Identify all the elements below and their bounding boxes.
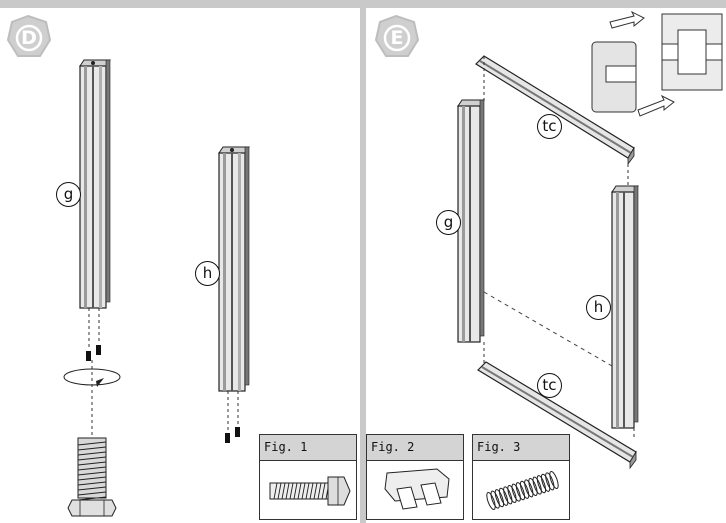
spring-icon	[486, 470, 559, 511]
legend-fig-1: Fig. 1	[259, 434, 357, 520]
part-label-tc-top: tc	[537, 114, 562, 139]
step-e-badge-shape	[374, 14, 420, 57]
rail-tc-top	[475, 55, 635, 192]
rail-tc-bottom	[477, 361, 637, 470]
bolt-icon	[67, 437, 117, 517]
legend-fig-2-caption: Fig. 2	[367, 435, 463, 461]
step-d-illustration	[6, 14, 250, 517]
profile-h	[218, 146, 250, 392]
part-label-g-frame: g	[436, 210, 461, 235]
step-d-badge-shape	[6, 14, 52, 57]
step-d-panel: D g h	[0, 8, 360, 523]
step-d-letter: D	[21, 27, 37, 49]
part-label-h: h	[195, 261, 220, 286]
profile-g-screws	[86, 308, 101, 361]
step-e-illustration	[374, 10, 723, 470]
step-e-badge: E	[373, 14, 421, 62]
legend-fig-1-caption: Fig. 1	[260, 435, 356, 461]
legend-fig-3: Fig. 3	[472, 434, 570, 520]
connector-icon	[384, 468, 450, 510]
part-label-h-frame: h	[586, 295, 611, 320]
connector-detail	[591, 10, 723, 117]
step-d-badge: D	[5, 14, 53, 62]
step-e-letter: E	[390, 27, 404, 49]
part-label-g: g	[56, 182, 81, 207]
profile-g-frame	[457, 99, 485, 343]
screw-icon	[269, 476, 351, 506]
assembly-guide-lines	[483, 291, 635, 440]
legend-fig-3-caption: Fig. 3	[473, 435, 569, 461]
legend-fig-2: Fig. 2	[366, 434, 464, 520]
profile-h-screws	[225, 391, 240, 443]
profile-g	[79, 59, 111, 309]
part-label-tc-bottom: tc	[537, 373, 562, 398]
profile-h-frame	[611, 185, 639, 429]
rotation-arrow-icon	[63, 360, 121, 438]
